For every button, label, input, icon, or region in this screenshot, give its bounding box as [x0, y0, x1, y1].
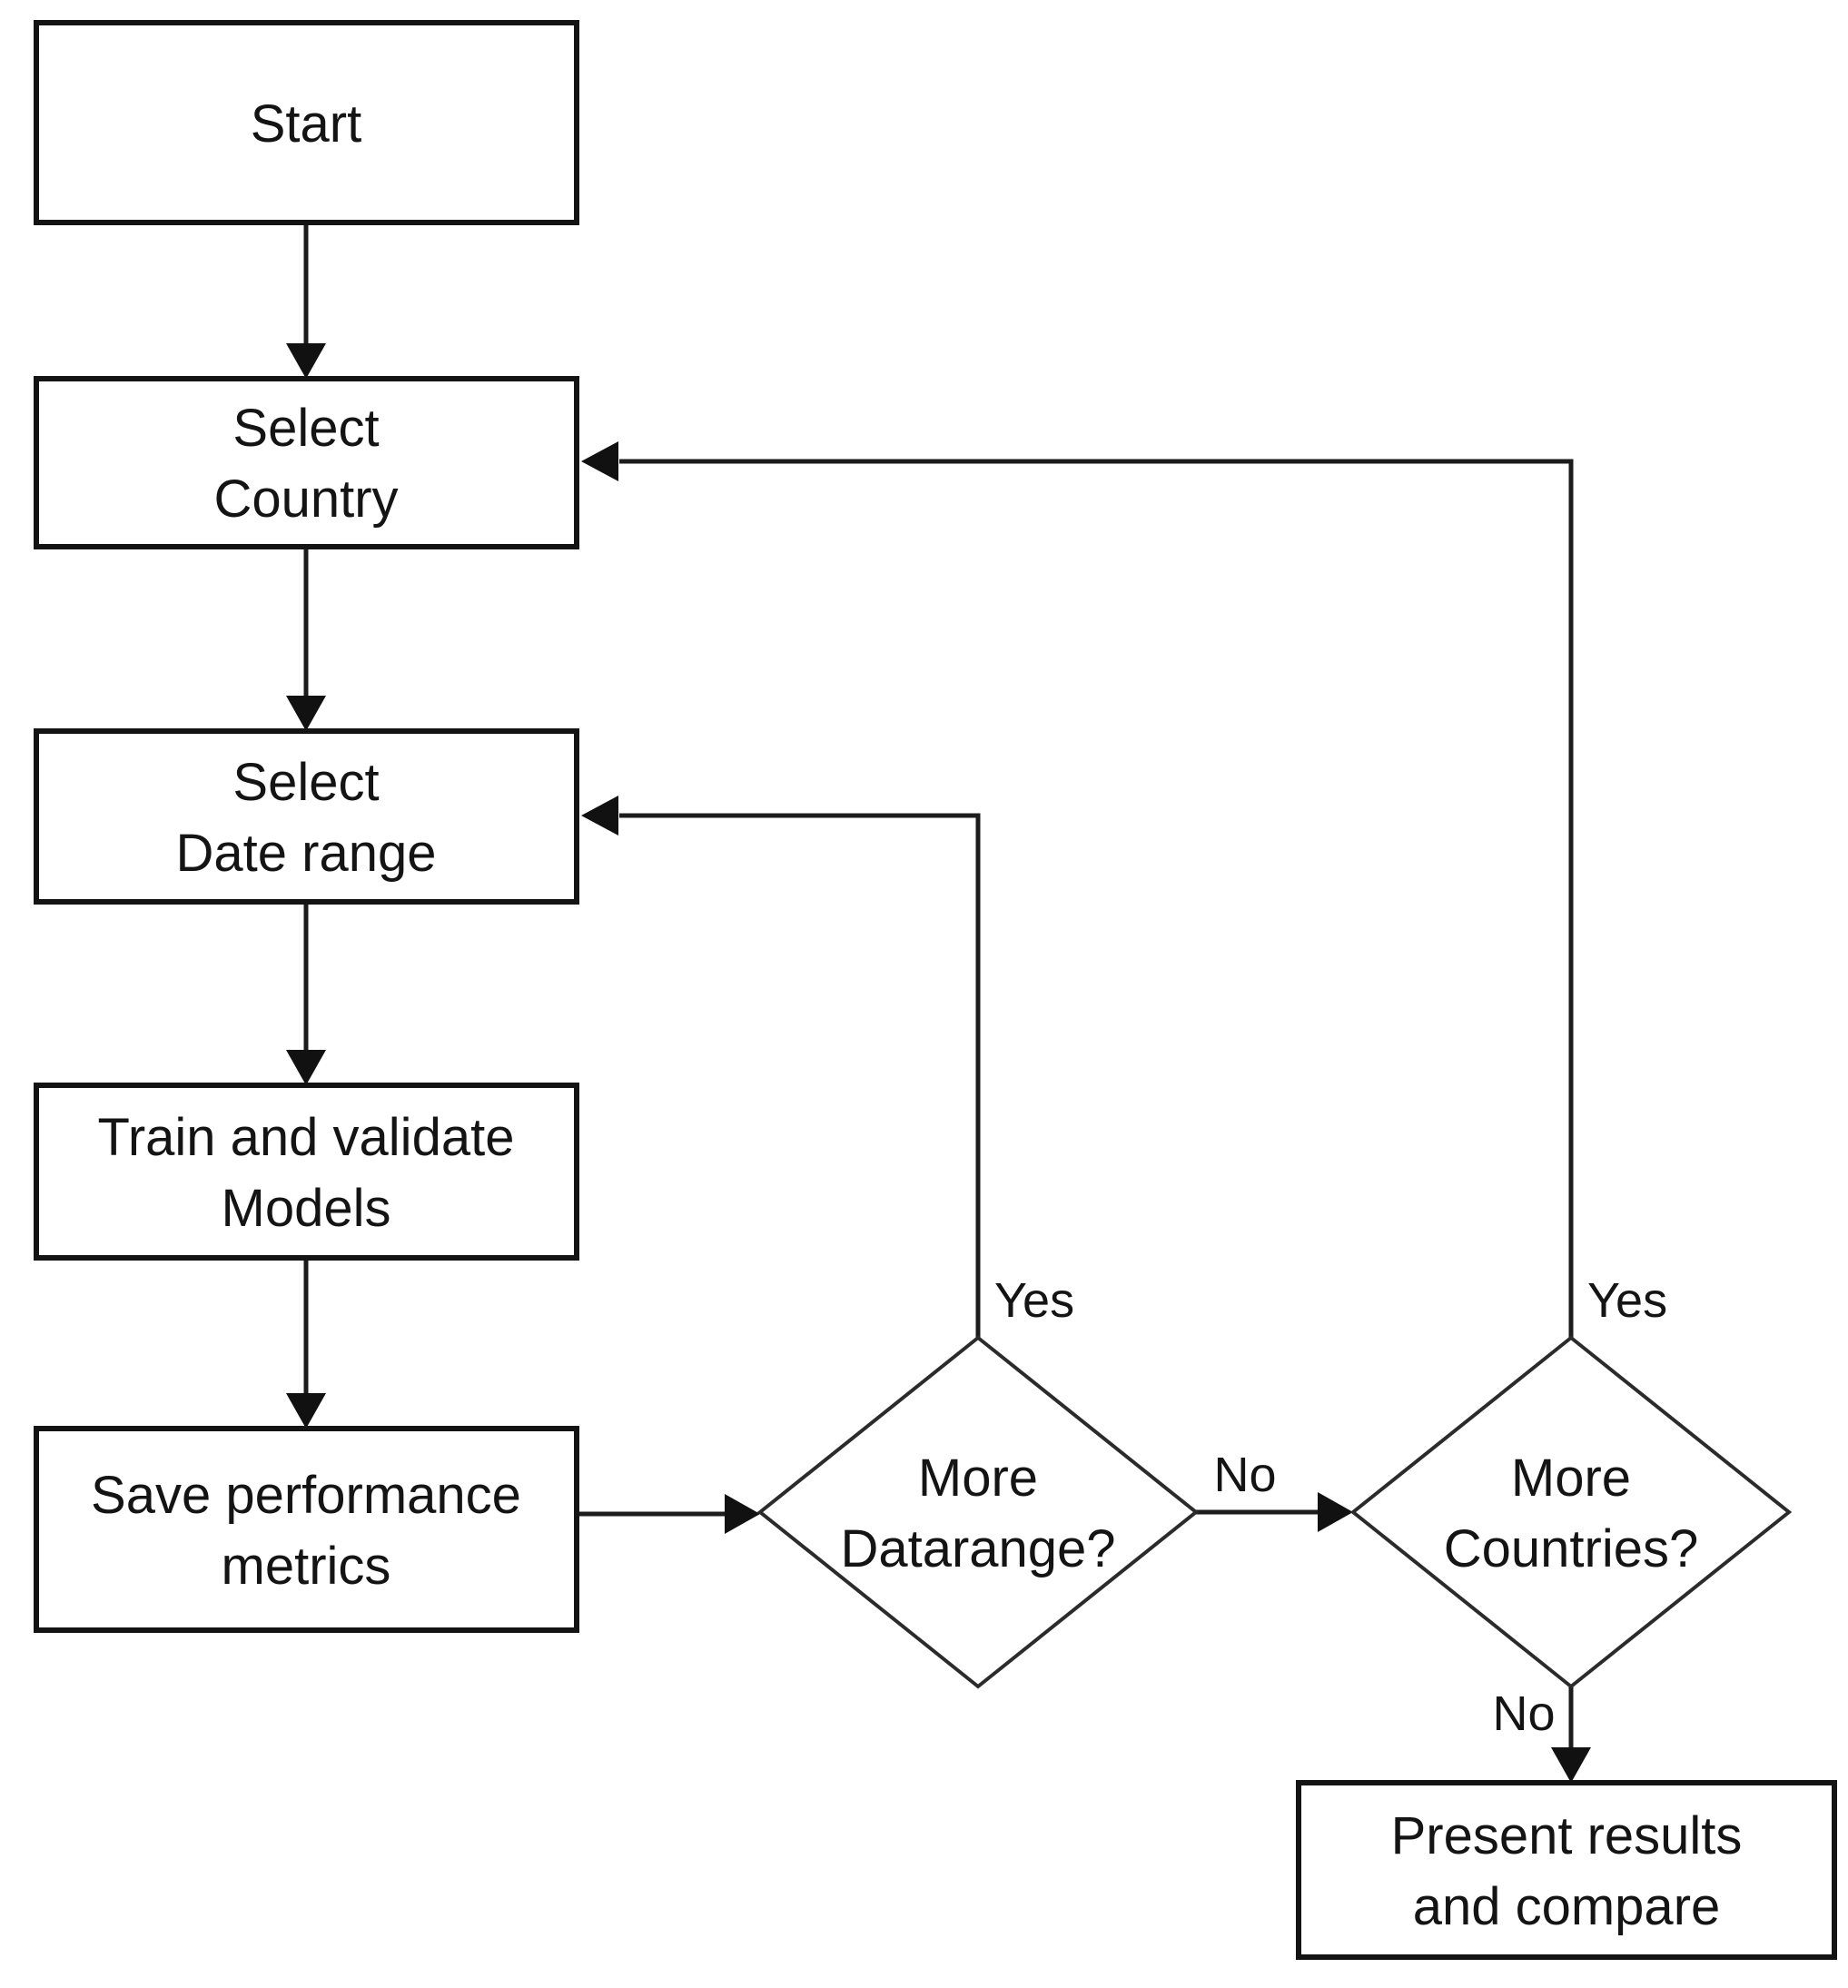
edge-label-yes-datarange: Yes: [994, 1273, 1074, 1328]
node-start: Start: [34, 20, 579, 225]
arrowhead-icon: [1551, 1747, 1591, 1783]
edge-select-date-range-to-train-validate: [286, 902, 326, 1085]
svg-text:Countries?: Countries?: [1444, 1519, 1698, 1578]
arrowhead-icon: [286, 343, 326, 379]
node-select-date-range: Select Date range: [34, 728, 579, 905]
edge-more-countries-to-present-results: [1551, 1686, 1591, 1783]
svg-text:Select: Select: [232, 399, 379, 458]
node-present-results: Present results and compare: [1296, 1780, 1837, 1960]
svg-text:Select: Select: [232, 753, 379, 812]
edge-label-no-datarange: No: [1213, 1448, 1276, 1502]
svg-text:Start: Start: [251, 94, 362, 153]
arrowhead-icon: [581, 796, 618, 836]
arrowhead-icon: [581, 441, 618, 481]
svg-text:Datarange?: Datarange?: [840, 1519, 1115, 1578]
svg-text:More: More: [918, 1449, 1038, 1508]
edge-save-metrics-to-more-datarange: [577, 1494, 760, 1534]
svg-text:and compare: and compare: [1413, 1877, 1721, 1936]
node-more-countries-decision: More Countries?: [1349, 1335, 1793, 1689]
arrowhead-icon: [1318, 1492, 1353, 1532]
svg-text:Train and validate: Train and validate: [98, 1108, 515, 1167]
node-train-validate-models: Train and validate Models: [34, 1083, 579, 1261]
node-select-country: Select Country: [34, 376, 579, 549]
svg-text:Models: Models: [222, 1179, 391, 1238]
svg-text:Save performance: Save performance: [91, 1466, 521, 1525]
edge-train-validate-to-save-metrics: [286, 1258, 326, 1429]
edge-start-to-select-country: [286, 223, 326, 379]
svg-text:Date range: Date range: [176, 824, 437, 883]
svg-text:Present results: Present results: [1391, 1806, 1743, 1865]
svg-text:Country: Country: [213, 470, 398, 529]
node-more-datarange-decision: More Datarange?: [756, 1335, 1200, 1689]
svg-text:metrics: metrics: [222, 1537, 391, 1596]
svg-text:More: More: [1511, 1449, 1631, 1508]
arrowhead-icon: [286, 1050, 326, 1085]
edge-more-datarange-yes-feedback: [581, 796, 981, 1338]
arrowhead-icon: [286, 696, 326, 731]
arrowhead-icon: [725, 1494, 760, 1534]
edge-label-no-countries: No: [1492, 1686, 1555, 1741]
edge-select-country-to-select-date-range: [286, 547, 326, 731]
edge-more-datarange-to-more-countries: [1196, 1492, 1353, 1532]
edge-more-countries-yes-feedback: [581, 441, 1574, 1338]
edge-label-yes-countries: Yes: [1587, 1273, 1667, 1328]
node-save-performance-metrics: Save performance metrics: [34, 1426, 579, 1633]
arrowhead-icon: [286, 1393, 326, 1429]
